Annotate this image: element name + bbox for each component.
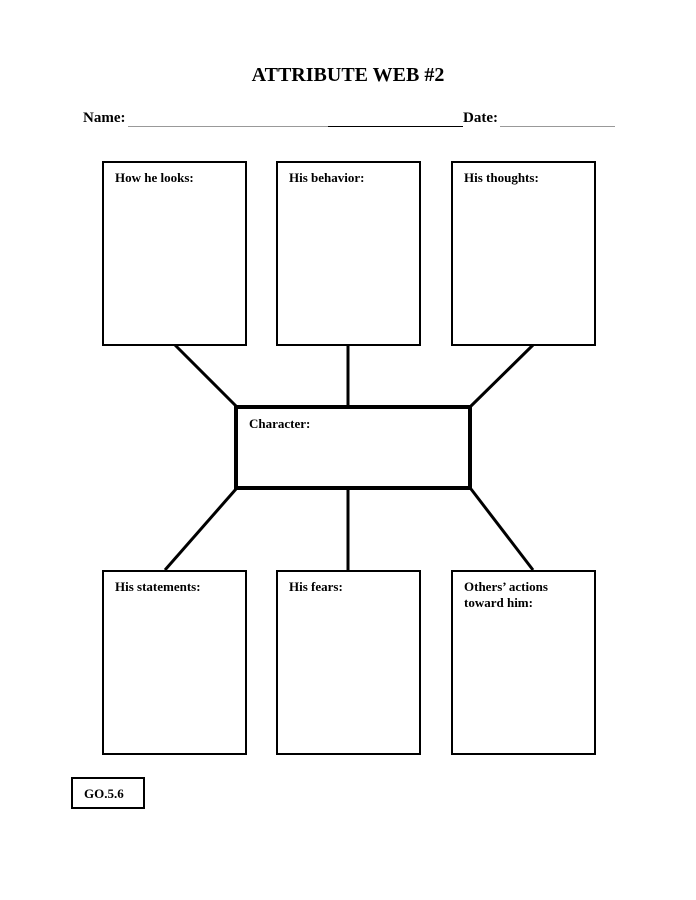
box-label: His fears: <box>289 579 343 594</box>
box-label: Character: <box>249 416 311 431</box>
box-his-fears[interactable]: His fears: <box>276 570 421 755</box>
name-label: Name: <box>83 110 126 126</box>
box-how-he-looks[interactable]: How he looks: <box>102 161 247 346</box>
box-others-actions[interactable]: Others’ actions toward him: <box>451 570 596 755</box>
name-field[interactable] <box>128 126 328 127</box>
connector-looks <box>173 343 238 408</box>
box-label: How he looks: <box>115 170 194 185</box>
name-field-extension[interactable] <box>328 126 463 127</box>
code-label: GO.5.6 <box>84 786 124 801</box>
code-box: GO.5.6 <box>71 777 145 809</box>
box-label: Others’ actions toward him: <box>464 579 548 610</box>
connector-others <box>469 488 535 571</box>
date-label: Date: <box>463 110 498 126</box>
box-label: His behavior: <box>289 170 365 185</box>
box-his-behavior[interactable]: His behavior: <box>276 161 421 346</box>
box-label: His statements: <box>115 579 201 594</box>
page-title: ATTRIBUTE WEB #2 <box>251 64 445 86</box>
box-character[interactable]: Character: <box>234 405 472 490</box>
box-label: His thoughts: <box>464 170 539 185</box>
box-his-thoughts[interactable]: His thoughts: <box>451 161 596 346</box>
connector-statements <box>163 488 238 571</box>
date-field[interactable] <box>500 126 615 127</box>
box-his-statements[interactable]: His statements: <box>102 570 247 755</box>
connector-thoughts <box>469 343 535 408</box>
